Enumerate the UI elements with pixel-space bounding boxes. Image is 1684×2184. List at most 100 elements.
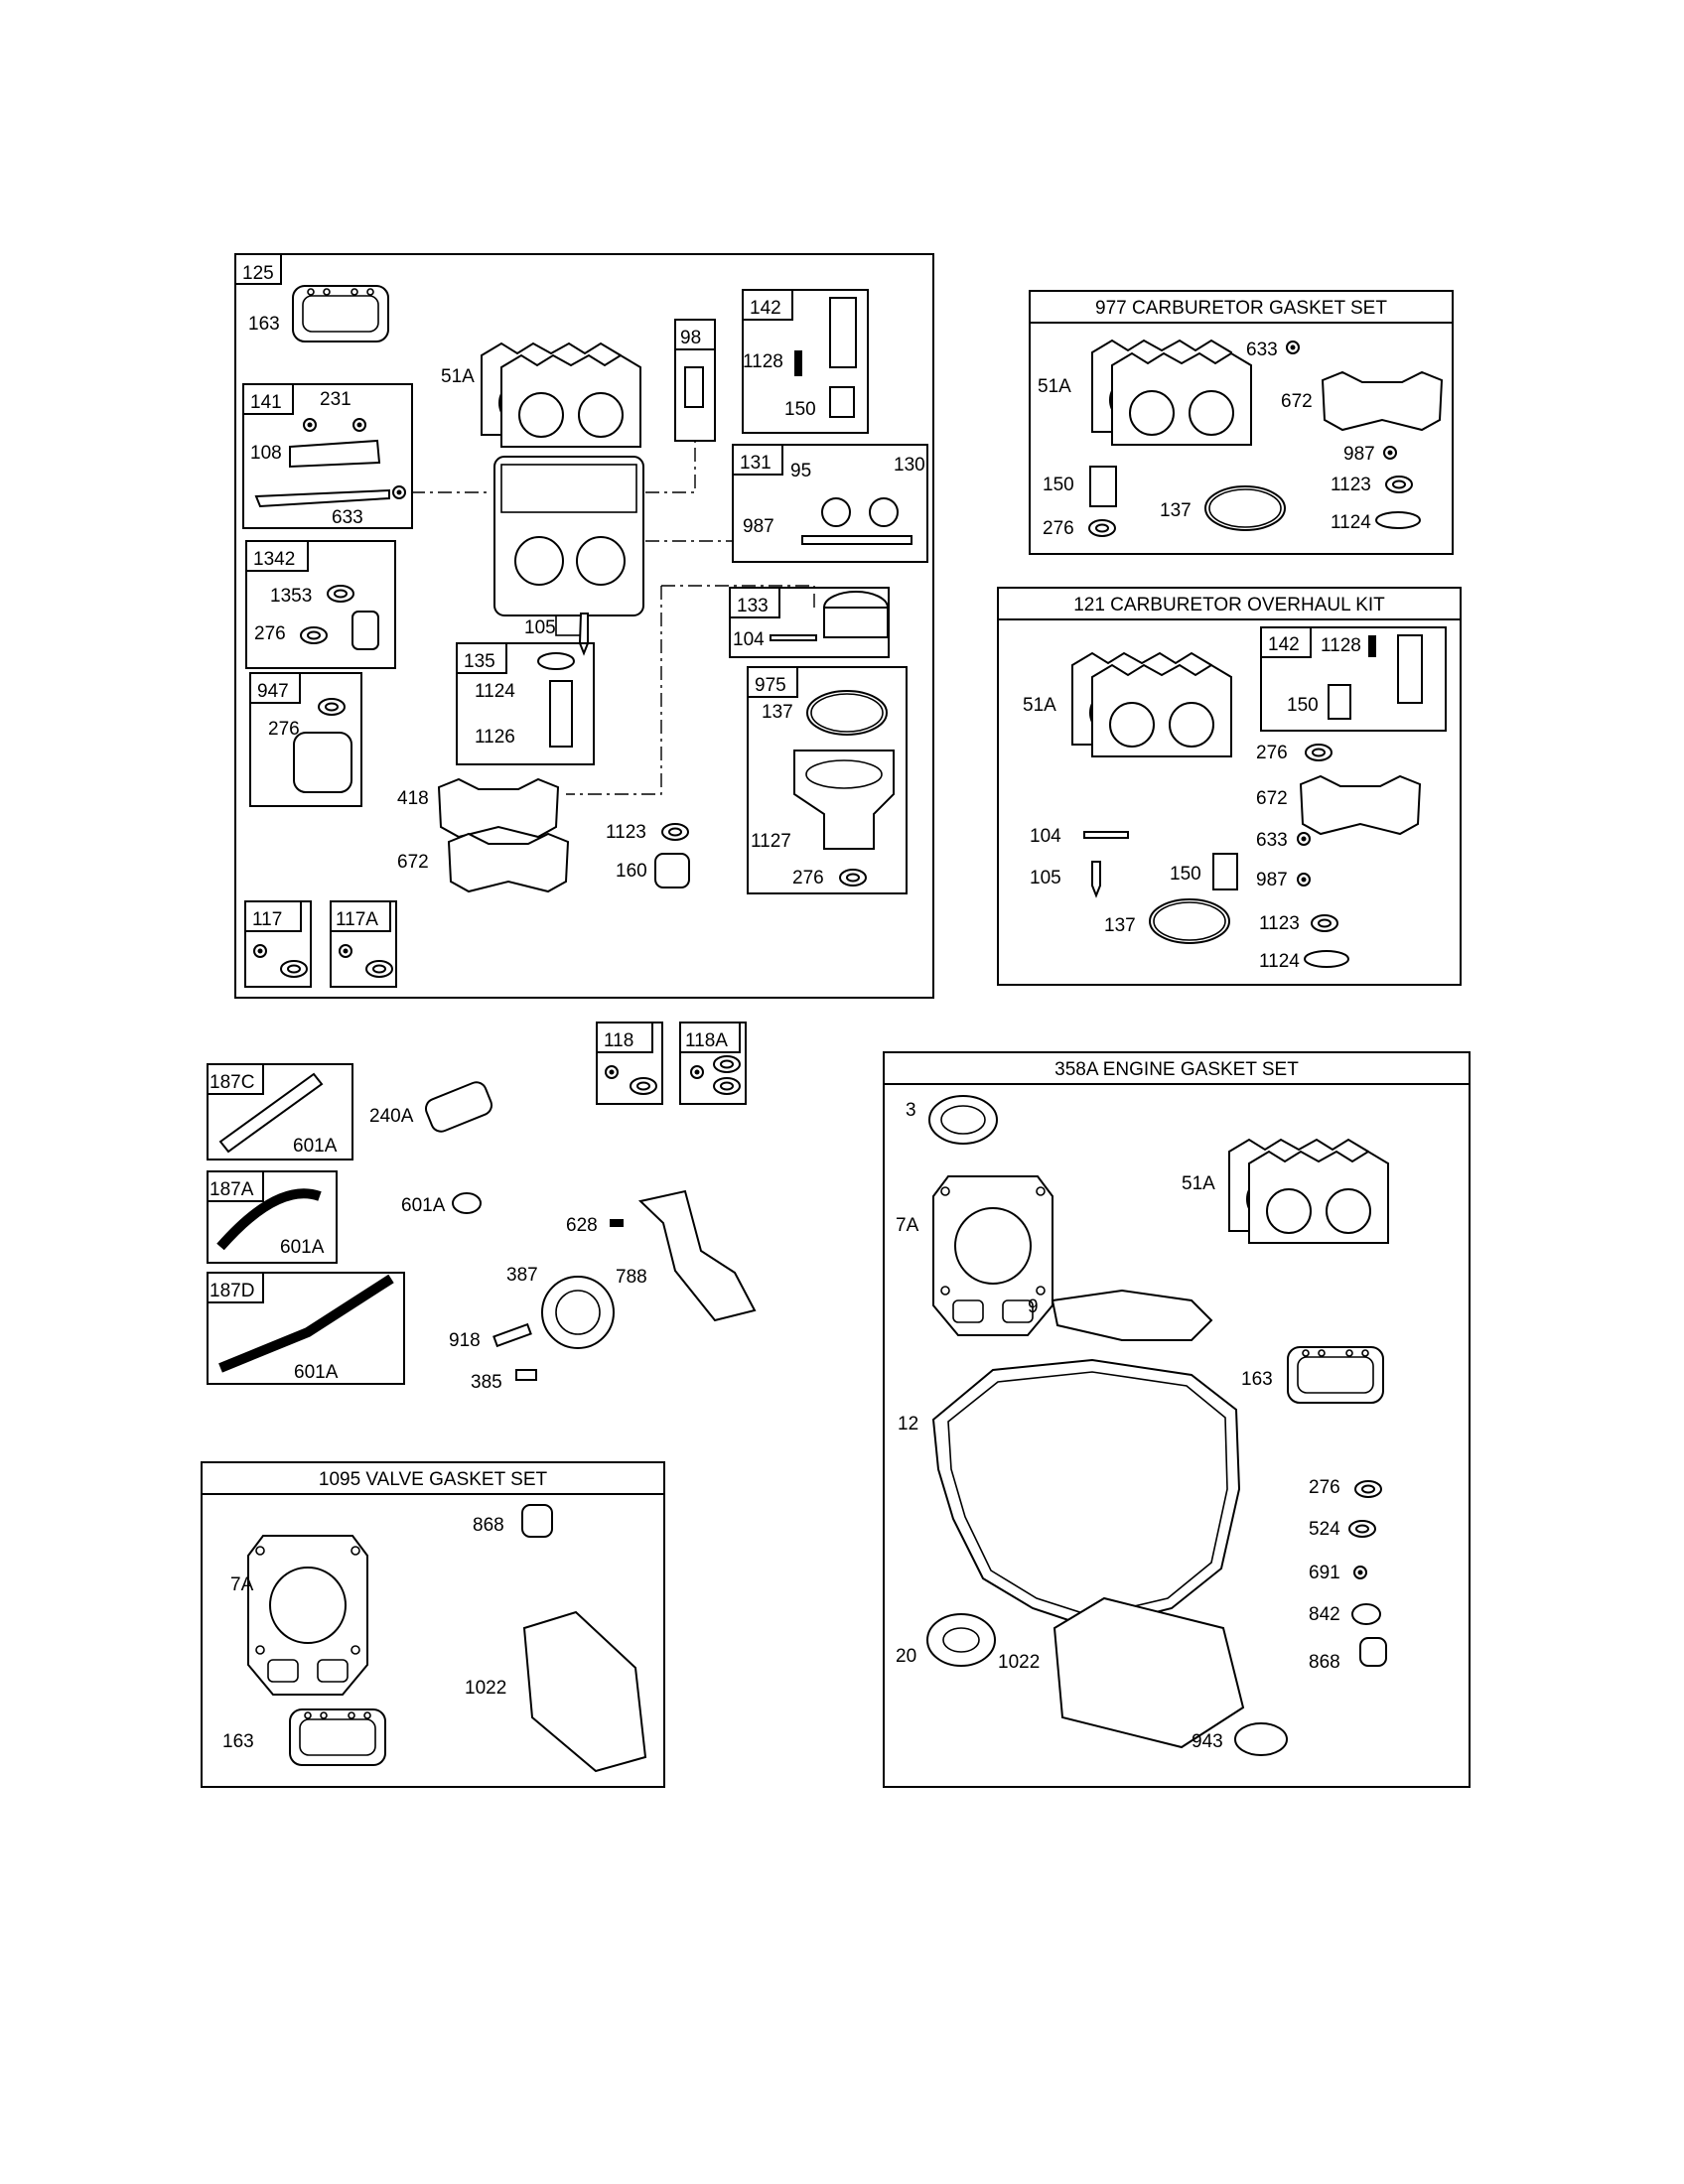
pin-104 [770, 634, 817, 641]
box-label-131: 131 [740, 453, 772, 474]
label-918: 918 [449, 1330, 481, 1351]
box-label-187a: 187A [210, 1179, 254, 1200]
label-387: 387 [506, 1265, 538, 1286]
box-label-118a: 118A [685, 1030, 728, 1051]
box-label-187d: 187D [210, 1281, 254, 1301]
seal-20 [926, 1613, 996, 1667]
label-20: 20 [896, 1646, 916, 1667]
fuel-system-section: 118 118A 187C 601A 240A 187A 601A 601A 6… [207, 1022, 757, 1393]
box-label-141: 141 [250, 392, 282, 413]
label-672: 672 [1281, 391, 1313, 412]
label-1353: 1353 [270, 586, 312, 607]
box-label-133: 133 [737, 596, 769, 616]
label-672: 672 [1256, 788, 1288, 809]
box-label-98: 98 [680, 328, 701, 348]
shaft [254, 488, 390, 508]
label-163: 163 [1241, 1369, 1273, 1390]
kit-121-title: 121 CARBURETOR OVERHAUL KIT [1073, 595, 1385, 615]
label-1124: 1124 [1331, 512, 1371, 533]
label-868: 868 [473, 1515, 504, 1536]
label-842: 842 [1309, 1604, 1340, 1625]
plate-150 [829, 386, 855, 418]
label-276: 276 [1309, 1477, 1340, 1498]
box-label-1342: 1342 [253, 549, 295, 570]
valve-cover-gasket-163 [1287, 1346, 1384, 1404]
label-51a: 51A [441, 366, 475, 387]
kit-977-title: 977 CARBURETOR GASKET SET [1095, 298, 1387, 319]
label-231: 231 [320, 389, 351, 410]
kit-1095-valve-gasket-set: 1095 VALVE GASKET SET 868 7A 1022 163 [201, 1461, 665, 1788]
label-137: 137 [1104, 915, 1136, 936]
shaft-131 [801, 535, 912, 545]
box-label-142: 142 [750, 298, 781, 319]
label-51a: 51A [1182, 1173, 1215, 1194]
box-label-187c: 187C [210, 1072, 254, 1093]
fitting-98 [684, 366, 704, 408]
needle-105 [578, 613, 589, 656]
nut-160 [654, 853, 690, 888]
solenoid-947 [293, 732, 352, 793]
label-108: 108 [250, 443, 282, 464]
label-240a: 240A [369, 1106, 414, 1127]
label-51a: 51A [1023, 695, 1056, 716]
gasket-418 [438, 778, 559, 838]
label-788: 788 [616, 1267, 647, 1288]
emulsion-tube-135 [549, 680, 573, 748]
kit-358a-title: 358A ENGINE GASKET SET [1054, 1059, 1299, 1080]
clamp-601a [452, 1192, 482, 1214]
box-label-975: 975 [755, 675, 786, 696]
label-51a: 51A [1038, 376, 1071, 397]
label-633: 633 [332, 507, 363, 528]
gasket-9 [1051, 1289, 1213, 1341]
float-130b [869, 497, 899, 527]
label-276: 276 [1043, 518, 1074, 539]
label-150: 150 [784, 399, 816, 420]
label-672: 672 [397, 852, 429, 873]
label-137: 137 [762, 702, 793, 723]
valve-cover-gasket [292, 285, 389, 342]
bracket-142 [829, 297, 857, 368]
box-label-135: 135 [464, 651, 495, 672]
label-1128: 1128 [1321, 635, 1361, 656]
label-1022: 1022 [998, 1652, 1040, 1673]
label-104: 104 [733, 629, 765, 650]
label-12: 12 [898, 1414, 918, 1434]
label-1124: 1124 [1259, 951, 1300, 972]
label-276b: 276 [268, 719, 300, 740]
label-987: 987 [1256, 870, 1288, 890]
label-1022: 1022 [465, 1678, 506, 1699]
label-130: 130 [894, 455, 925, 476]
label-691: 691 [1309, 1563, 1340, 1583]
label-601a-1: 601A [293, 1136, 338, 1157]
fuel-filter-240a [424, 1081, 493, 1133]
label-95: 95 [790, 461, 811, 481]
label-601a-4: 601A [294, 1362, 339, 1383]
label-1123: 1123 [1259, 913, 1300, 934]
label-1127: 1127 [751, 831, 791, 852]
label-868: 868 [1309, 1652, 1340, 1673]
label-3: 3 [906, 1100, 916, 1121]
label-633: 633 [1246, 340, 1278, 360]
label-524: 524 [1309, 1519, 1340, 1540]
kit-977-carburetor-gasket-set: 977 CARBURETOR GASKET SET 51A 633 672 98… [1029, 290, 1454, 555]
bracket-788 [637, 1189, 757, 1322]
label-104: 104 [1030, 826, 1061, 847]
fuel-line-187c [218, 1072, 324, 1154]
box-label-117: 117 [252, 909, 282, 930]
label-276: 276 [1256, 743, 1288, 763]
label-1124: 1124 [475, 681, 515, 702]
box-label-947: 947 [257, 681, 289, 702]
label-137: 137 [1160, 500, 1192, 521]
label-150: 150 [1043, 475, 1074, 495]
label-150b: 150 [1170, 864, 1201, 885]
label-628: 628 [566, 1215, 598, 1236]
crankcase-gasket-12 [931, 1358, 1241, 1630]
gasket-1022 [522, 1610, 647, 1773]
kit-358a-engine-gasket-set: 358A ENGINE GASKET SET 3 7A 51A 9 163 12… [883, 1051, 1471, 1788]
label-163: 163 [222, 1731, 254, 1752]
kit-121-carburetor-overhaul-kit: 121 CARBURETOR OVERHAUL KIT 142 1128 150… [997, 587, 1462, 986]
gasket-1022 [1052, 1596, 1245, 1749]
box-label-117a: 117A [336, 909, 378, 930]
gasket-672 [448, 833, 569, 892]
adapter-975 [793, 750, 895, 850]
